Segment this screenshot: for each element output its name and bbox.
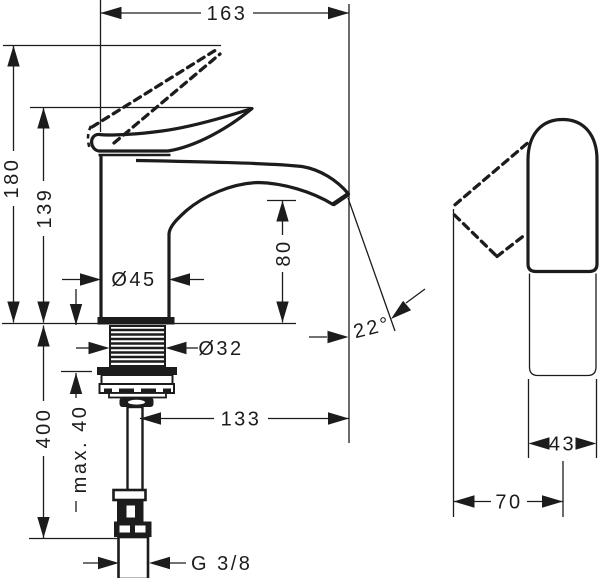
dimension-angle-22: 22° bbox=[309, 288, 426, 344]
body-side-profile bbox=[528, 273, 597, 377]
dimension-400: 400 bbox=[32, 325, 55, 538]
dimension-label-diameter-45: Ø45 bbox=[111, 269, 156, 291]
arrowhead bbox=[69, 304, 83, 325]
front-view bbox=[86, 46, 351, 578]
arrowhead bbox=[69, 373, 83, 394]
dimension-180: 180 bbox=[1, 45, 23, 323]
arrowhead bbox=[575, 437, 597, 450]
dimension-label-diameter-32: Ø32 bbox=[198, 338, 243, 360]
dimension-label-400: 400 bbox=[33, 408, 55, 449]
dimension-thread-g38: G 3/8 bbox=[83, 553, 252, 575]
arrowhead bbox=[37, 107, 50, 129]
lever-handle-raised-dashed bbox=[86, 46, 222, 150]
arrowhead bbox=[165, 341, 187, 355]
dimension-80: 80 bbox=[272, 200, 295, 323]
arrowhead bbox=[528, 437, 550, 450]
arrowhead bbox=[80, 273, 101, 286]
dimension-max-40: max. 40 bbox=[68, 289, 91, 512]
arrowhead bbox=[328, 6, 349, 20]
arrowhead bbox=[169, 273, 190, 286]
arrowhead bbox=[7, 301, 20, 323]
angle-reference-line bbox=[347, 197, 396, 332]
dimension-label-70: 70 bbox=[495, 492, 522, 514]
arrowhead bbox=[100, 6, 122, 20]
arrowhead bbox=[276, 301, 289, 323]
side-view bbox=[451, 117, 599, 377]
supply-hose bbox=[117, 535, 150, 578]
faucet-body bbox=[98, 153, 171, 318]
mounting-nut bbox=[100, 374, 174, 385]
dimension-label-133: 133 bbox=[221, 409, 262, 431]
arrowhead bbox=[37, 301, 50, 323]
dimension-label-139: 139 bbox=[34, 188, 56, 229]
lever-handle bbox=[89, 106, 254, 153]
spout bbox=[136, 160, 349, 234]
dimension-label-80: 80 bbox=[273, 239, 295, 266]
arrowhead bbox=[98, 556, 119, 570]
hose-connector bbox=[112, 488, 147, 502]
dimension-43: 43 bbox=[528, 434, 597, 456]
arrowhead bbox=[37, 325, 50, 347]
arrowhead bbox=[7, 45, 20, 67]
hose-fitting bbox=[114, 521, 152, 537]
dimension-133: 133 bbox=[140, 407, 349, 431]
supply-pipe bbox=[126, 405, 144, 493]
dimension-70: 70 bbox=[453, 490, 563, 514]
arrowhead bbox=[276, 200, 289, 222]
mounting-thread bbox=[109, 325, 166, 367]
arrowhead bbox=[149, 556, 170, 570]
dimension-label-43: 43 bbox=[549, 434, 576, 456]
spout-outlet bbox=[331, 192, 350, 207]
arrowhead bbox=[88, 341, 110, 355]
arrowhead bbox=[542, 495, 563, 508]
dimension-139: 139 bbox=[33, 107, 56, 323]
dimension-label-163: 163 bbox=[207, 3, 248, 25]
dimension-label-max-40: max. 40 bbox=[69, 405, 91, 494]
arrowhead bbox=[328, 412, 349, 425]
hose-nut bbox=[117, 500, 144, 522]
hose-collar bbox=[119, 397, 154, 407]
arrowhead bbox=[453, 495, 475, 508]
dimension-label-180: 180 bbox=[1, 158, 23, 199]
mounting-flange bbox=[97, 367, 177, 375]
shank-step bbox=[108, 392, 167, 399]
dimension-label-angle-22: 22° bbox=[351, 313, 393, 343]
arrowhead bbox=[37, 517, 50, 538]
handle-raised-dashed-side bbox=[451, 141, 529, 259]
dimension-diameter-32: Ø32 bbox=[76, 338, 243, 360]
base-plinth bbox=[97, 317, 175, 325]
handle-side-profile bbox=[526, 117, 599, 274]
dimension-diameter-45: Ø45 bbox=[62, 269, 204, 291]
extension-lines bbox=[2, 0, 598, 540]
dimension-label-g38: G 3/8 bbox=[191, 553, 252, 575]
serrated-washer bbox=[98, 383, 175, 394]
arrowhead bbox=[327, 330, 349, 344]
dimension-163: 163 bbox=[100, 2, 349, 25]
spout-outline bbox=[135, 158, 351, 235]
